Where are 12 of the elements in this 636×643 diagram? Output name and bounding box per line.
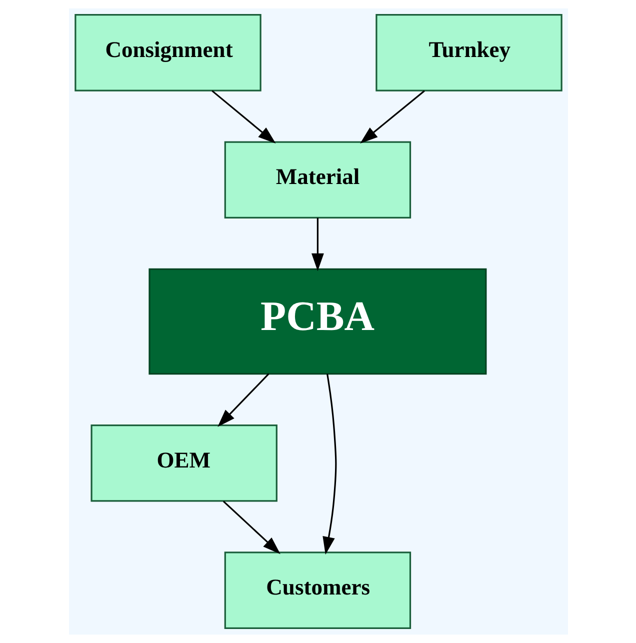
node-box: OEM xyxy=(90,424,277,502)
arrow xyxy=(322,374,336,555)
node-box: Material xyxy=(224,141,411,218)
node-box: Turnkey xyxy=(375,14,562,92)
node-box: Customers xyxy=(224,552,411,629)
arrow xyxy=(311,218,324,272)
arrow xyxy=(222,500,280,554)
arrow xyxy=(211,90,276,144)
node-box: Consignment xyxy=(74,14,261,92)
arrow xyxy=(217,373,269,427)
node-box: PCBA xyxy=(148,268,486,375)
arrow xyxy=(360,90,424,144)
